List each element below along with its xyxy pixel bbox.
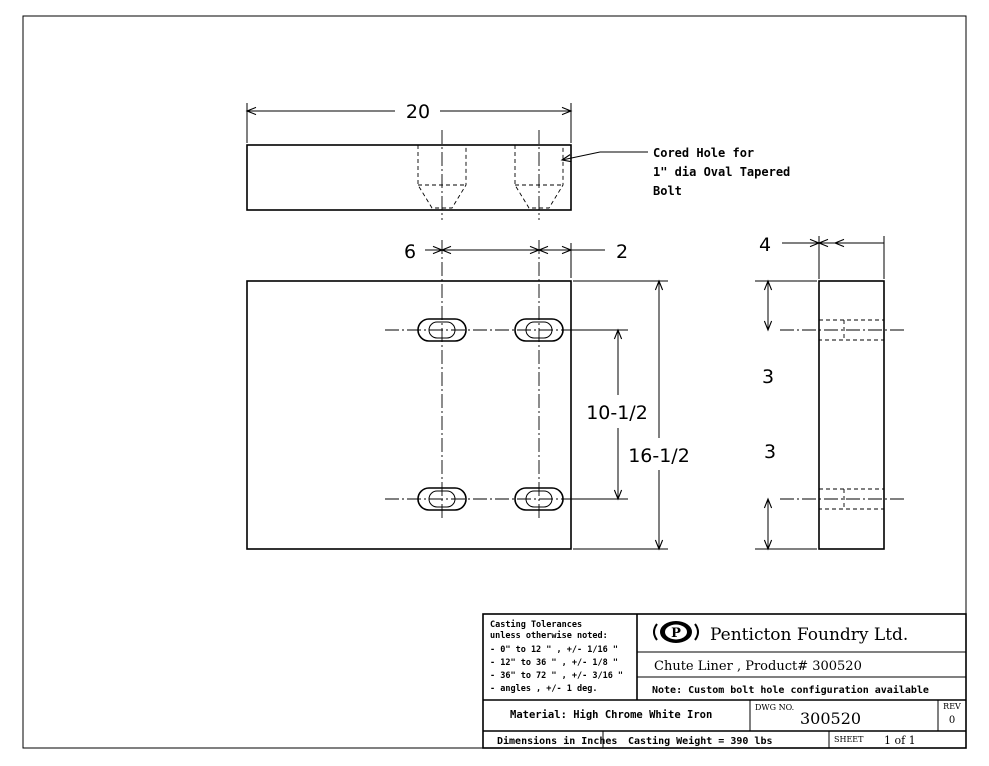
product-title: Chute Liner , Product# 300520: [654, 659, 862, 674]
sheet-label: SHEET: [834, 735, 864, 744]
hole-spacing-label: 6: [404, 241, 416, 263]
callout-leader-arrow: [560, 151, 601, 163]
top-view-hole-right: [514, 145, 564, 209]
casting-weight: Casting Weight = 390 lbs: [628, 735, 773, 747]
material-text: Material: High Chrome White Iron: [510, 709, 712, 721]
top-view: 20 Cored Hole for 1" dia Oval Tapered Bo…: [245, 101, 790, 220]
width-dimension-label: 20: [406, 101, 430, 123]
overall-height-label: 16-1/2: [628, 445, 690, 467]
callout-line-1: Cored Hole for: [653, 146, 754, 160]
hole-vertical-spacing-label: 10-1/2: [586, 402, 648, 424]
side-view: 4 3 3: [755, 234, 905, 551]
front-view-outline: [246, 280, 572, 550]
tolerance-line-2: unless otherwise noted:: [490, 630, 608, 641]
thickness-label: 4: [759, 234, 771, 256]
sheet-value: 1 of 1: [884, 734, 916, 747]
dwg-number: 300520: [800, 709, 861, 728]
side-bottom-offset-label: 3: [764, 441, 776, 463]
tolerance-line-4: - 12" to 36 " , +/- 1/8 ": [490, 658, 618, 668]
tolerance-line-6: - angles , +/- 1 deg.: [490, 684, 597, 694]
title-block-frame: [482, 613, 967, 749]
tolerance-line-5: - 36" to 72 " , +/- 3/16 ": [490, 671, 623, 681]
tolerance-line-3: - 0" to 12 " , +/- 1/16 ": [490, 645, 618, 655]
custom-note: Note: Custom bolt hole configuration ava…: [652, 684, 929, 696]
callout-line-2: 1" dia Oval Tapered: [653, 165, 790, 179]
edge-offset-label: 2: [616, 241, 628, 263]
units-text: Dimensions in Inches: [497, 735, 617, 747]
rev-label: REV: [943, 702, 961, 711]
company-name: Penticton Foundry Ltd.: [710, 625, 908, 645]
tolerance-line-1: Casting Tolerances: [490, 619, 582, 630]
logo-letter: P: [671, 626, 681, 641]
company-logo: P: [653, 621, 699, 643]
top-view-hole-left: [417, 145, 467, 209]
title-block: Casting Tolerances unless otherwise note…: [482, 613, 967, 749]
callout-line-3: Bolt: [653, 184, 682, 198]
rev-value: 0: [949, 715, 955, 726]
side-view-outline: [818, 280, 885, 550]
side-top-offset-label: 3: [762, 366, 774, 388]
top-view-outline: [246, 144, 572, 211]
slot-lower-left: [417, 487, 467, 511]
dwg-no-label: DWG NO.: [755, 703, 794, 712]
front-view: 6 2 10-1/2 16-1/2: [246, 240, 690, 551]
slot-upper-left: [417, 318, 467, 342]
